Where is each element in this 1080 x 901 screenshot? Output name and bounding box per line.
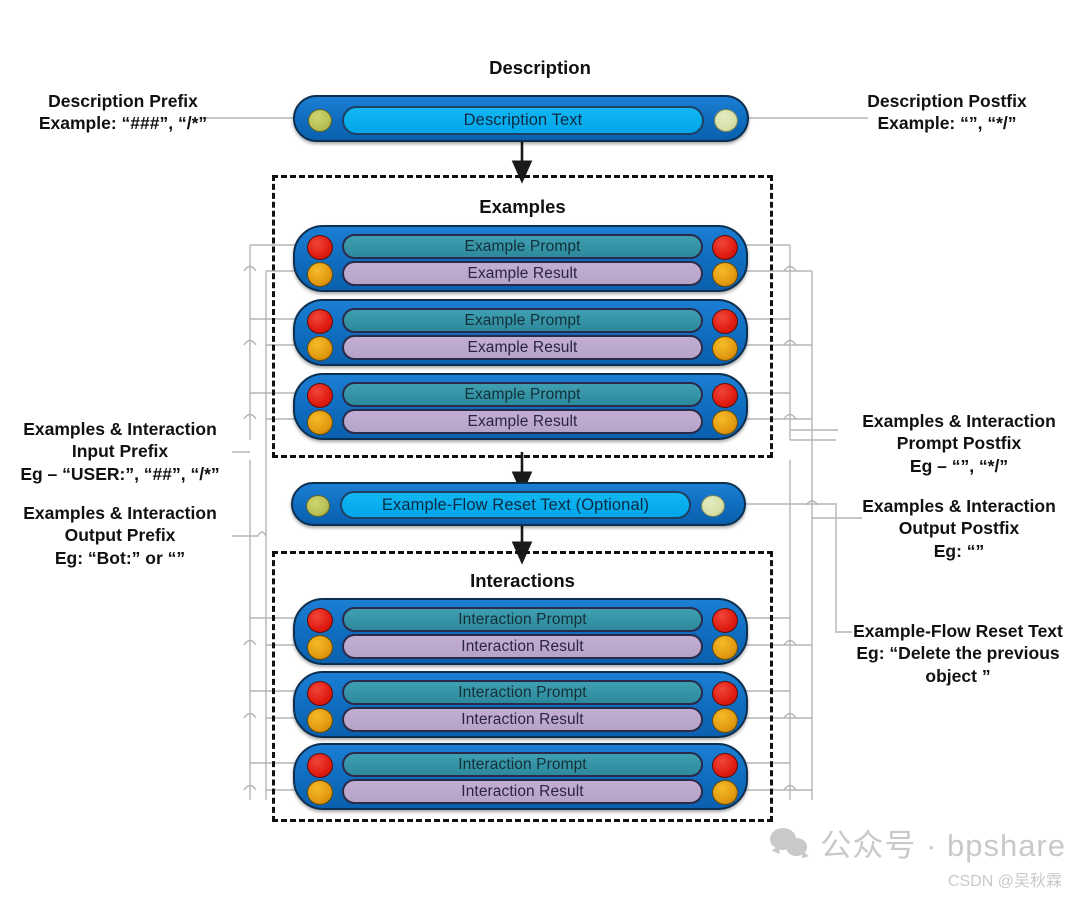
example-prompt-pill[interactable]: Example Prompt xyxy=(342,308,703,333)
interaction-result-pill[interactable]: Interaction Result xyxy=(342,779,703,804)
reset-postfix-dot[interactable] xyxy=(701,495,725,517)
example-output-prefix-dot[interactable] xyxy=(307,410,333,435)
annotation-reset-text: Example-Flow Reset Text Eg: “Delete the … xyxy=(853,621,1063,686)
watermark-main-text: 公众号 · bpshare xyxy=(820,828,1066,863)
example-result-pill[interactable]: Example Result xyxy=(342,261,703,286)
interaction-output-prefix-dot[interactable] xyxy=(307,708,333,733)
annotation-description-prefix: Description Prefix Example: “###”, “/*” xyxy=(38,91,208,134)
description-prefix-dot[interactable] xyxy=(308,109,332,132)
interaction-card[interactable]: Interaction Prompt Interaction Result xyxy=(293,743,748,810)
interaction-card[interactable]: Interaction Prompt Interaction Result xyxy=(293,598,748,665)
title-examples: Examples xyxy=(479,196,566,217)
annotation-output-prefix: Examples & Interaction Output Prefix Eg:… xyxy=(23,503,217,568)
description-text-pill[interactable]: Description Text xyxy=(342,106,704,135)
example-card[interactable]: Example Prompt Example Result xyxy=(293,225,748,292)
example-result-pill[interactable]: Example Result xyxy=(342,409,703,434)
interaction-prompt-pill[interactable]: Interaction Prompt xyxy=(342,607,703,632)
watermark: 公众号 · bpshare CSDN @吴秋霖 xyxy=(770,820,1066,891)
interaction-prompt-postfix-dot[interactable] xyxy=(712,681,738,706)
description-card[interactable]: Description Text xyxy=(293,95,749,142)
annotation-output-postfix: Examples & Interaction Output Postfix Eg… xyxy=(862,496,1056,561)
example-card[interactable]: Example Prompt Example Result xyxy=(293,373,748,440)
interaction-prompt-postfix-dot[interactable] xyxy=(712,608,738,633)
example-prompt-postfix-dot[interactable] xyxy=(712,309,738,334)
reset-text-pill[interactable]: Example-Flow Reset Text (Optional) xyxy=(340,491,691,519)
interaction-prompt-pill[interactable]: Interaction Prompt xyxy=(342,752,703,777)
interaction-result-pill[interactable]: Interaction Result xyxy=(342,634,703,659)
interaction-input-prefix-dot[interactable] xyxy=(307,753,333,778)
example-output-postfix-dot[interactable] xyxy=(712,262,738,287)
example-output-postfix-dot[interactable] xyxy=(712,410,738,435)
interaction-output-postfix-dot[interactable] xyxy=(712,708,738,733)
interaction-prompt-postfix-dot[interactable] xyxy=(712,753,738,778)
example-prompt-pill[interactable]: Example Prompt xyxy=(342,234,703,259)
example-output-prefix-dot[interactable] xyxy=(307,262,333,287)
interaction-output-postfix-dot[interactable] xyxy=(712,780,738,805)
reset-prefix-dot[interactable] xyxy=(306,495,330,517)
example-prompt-pill[interactable]: Example Prompt xyxy=(342,382,703,407)
interaction-output-postfix-dot[interactable] xyxy=(712,635,738,660)
example-flow-reset-card[interactable]: Example-Flow Reset Text (Optional) xyxy=(291,482,746,526)
example-card[interactable]: Example Prompt Example Result xyxy=(293,299,748,366)
example-prompt-postfix-dot[interactable] xyxy=(712,383,738,408)
interaction-prompt-pill[interactable]: Interaction Prompt xyxy=(342,680,703,705)
examples-group-box xyxy=(272,175,773,458)
interaction-output-prefix-dot[interactable] xyxy=(307,780,333,805)
title-description: Description xyxy=(489,57,591,78)
example-prompt-postfix-dot[interactable] xyxy=(712,235,738,260)
watermark-sub-text: CSDN @吴秋霖 xyxy=(947,873,1062,890)
example-input-prefix-dot[interactable] xyxy=(307,235,333,260)
interaction-card[interactable]: Interaction Prompt Interaction Result xyxy=(293,671,748,738)
interaction-result-pill[interactable]: Interaction Result xyxy=(342,707,703,732)
description-postfix-dot[interactable] xyxy=(714,109,738,132)
annotation-prompt-postfix: Examples & Interaction Prompt Postfix Eg… xyxy=(862,411,1056,476)
annotation-input-prefix: Examples & Interaction Input Prefix Eg –… xyxy=(20,419,220,484)
example-output-postfix-dot[interactable] xyxy=(712,336,738,361)
interaction-output-prefix-dot[interactable] xyxy=(307,635,333,660)
example-output-prefix-dot[interactable] xyxy=(307,336,333,361)
annotation-description-postfix: Description Postfix Example: “”, “*/” xyxy=(867,91,1027,134)
interaction-input-prefix-dot[interactable] xyxy=(307,681,333,706)
title-interactions: Interactions xyxy=(470,570,575,591)
interactions-group-box xyxy=(272,551,773,822)
wechat-icon xyxy=(770,826,810,861)
example-result-pill[interactable]: Example Result xyxy=(342,335,703,360)
example-input-prefix-dot[interactable] xyxy=(307,383,333,408)
example-input-prefix-dot[interactable] xyxy=(307,309,333,334)
interaction-input-prefix-dot[interactable] xyxy=(307,608,333,633)
